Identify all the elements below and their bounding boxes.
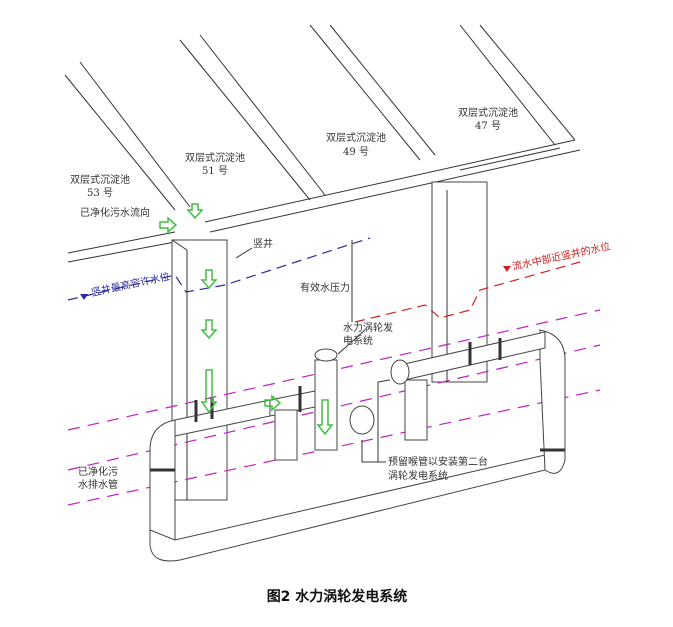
reserved-pipe-label-2: 涡轮发电系统 bbox=[388, 469, 448, 482]
tank-51-number: 51 号 bbox=[202, 165, 228, 177]
tank-51-name: 双层式沉淀池 bbox=[185, 151, 245, 164]
turbine-label-1: 水力涡轮发 bbox=[343, 321, 393, 334]
figure-caption: 图2 水力涡轮发电系统 bbox=[267, 588, 408, 605]
drain-pipe-label-1: 已净化污 bbox=[78, 465, 118, 478]
leaders bbox=[235, 247, 391, 463]
turbine-label-2: 电系统 bbox=[343, 334, 373, 347]
level-markers bbox=[80, 266, 511, 300]
flow-direction-label: 已净化污水流向 bbox=[80, 206, 150, 219]
tank-49-number: 49 号 bbox=[343, 146, 369, 158]
arrow-down-icon bbox=[200, 319, 218, 340]
shaft-max-level-label: 竖井最高容许水位 bbox=[90, 270, 171, 299]
level-triangle-icon bbox=[80, 294, 88, 300]
tank-49-name: 双层式沉淀池 bbox=[326, 131, 386, 144]
arrow-right-icon bbox=[264, 394, 282, 412]
arrow-down-icon bbox=[200, 369, 218, 414]
drain-pipe-label-2: 水排水管 bbox=[78, 478, 118, 491]
tank-53-number: 53 号 bbox=[87, 187, 113, 199]
tank-53-name: 双层式沉淀池 bbox=[70, 173, 130, 186]
shaft-label: 竖井 bbox=[253, 237, 273, 250]
arrow-down-icon bbox=[186, 203, 204, 220]
arrow-down-icon bbox=[316, 399, 334, 436]
arrow-down-icon bbox=[200, 269, 218, 290]
arrow-right-icon bbox=[159, 216, 178, 234]
tank-47-name: 双层式沉淀池 bbox=[458, 106, 518, 119]
effective-pressure-label: 有效水压力 bbox=[300, 281, 350, 294]
reserved-pipe-label-1: 预留喉管以安装第二台 bbox=[388, 455, 488, 468]
mid-flow-level-label: 流水中部近竖井的水位 bbox=[511, 239, 612, 273]
flow-arrows bbox=[159, 203, 334, 436]
shaft-left bbox=[171, 239, 228, 501]
drain-pipes bbox=[149, 329, 566, 562]
level-triangle-icon bbox=[503, 266, 511, 272]
tank-walls bbox=[64, 24, 581, 263]
tank-47-number: 47 号 bbox=[475, 120, 501, 132]
